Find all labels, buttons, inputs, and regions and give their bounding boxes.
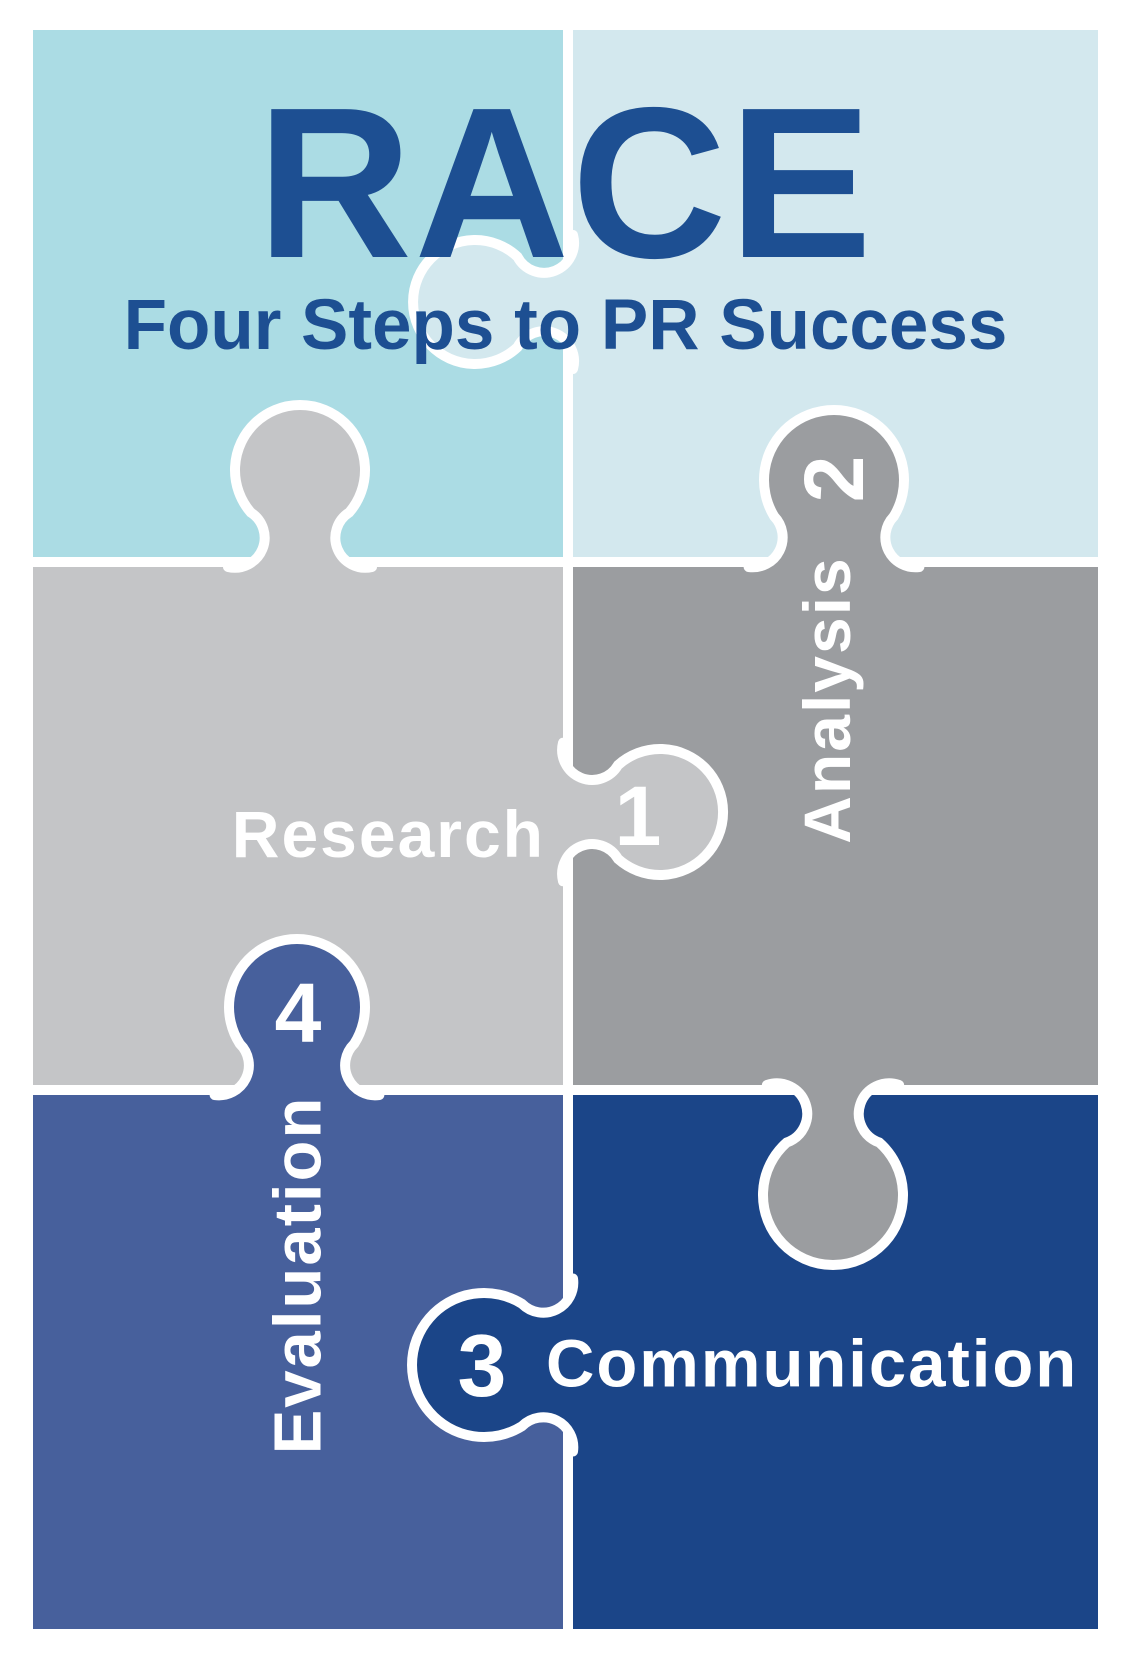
knob-evaluation-up	[209, 934, 385, 1101]
knob-analysis-down	[758, 1078, 908, 1270]
page-title: RACE	[256, 62, 875, 303]
knob-research-up	[223, 400, 377, 573]
knob-topright-left	[408, 230, 580, 374]
knob-analysis-up	[743, 405, 925, 573]
step-analysis-label: Analysis	[790, 556, 864, 844]
step-communication-label: Communication	[546, 1326, 1079, 1402]
step-evaluation-number: 4	[274, 966, 322, 1060]
step-evaluation-label: Evaluation	[260, 1095, 336, 1455]
step-analysis-number: 2	[787, 455, 881, 503]
knob-communication-left	[407, 1273, 579, 1457]
knob-research-right	[557, 737, 729, 887]
step-research-number: 1	[614, 769, 662, 863]
step-communication-number: 3	[457, 1316, 507, 1415]
step-research-label: Research	[231, 797, 545, 871]
page-subtitle: Four Steps to PR Success	[123, 286, 1008, 365]
